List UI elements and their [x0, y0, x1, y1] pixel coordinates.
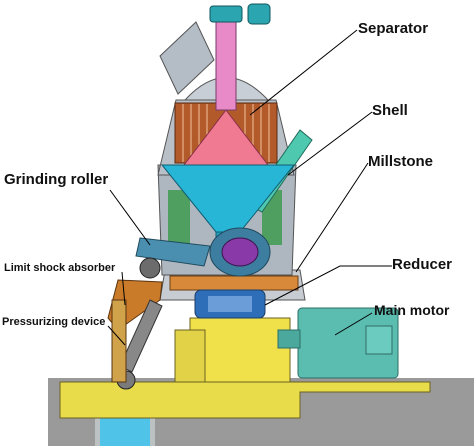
separator-motor-cap: [247, 3, 271, 25]
motor-junction-box: [365, 325, 393, 355]
leader-pressurizing-device: [107, 325, 126, 346]
label-pressurizing-device: Pressurizing device: [2, 316, 106, 328]
reducer-housing: [189, 317, 291, 383]
pressurizing-support: [111, 299, 127, 383]
label-main-motor: Main motor: [374, 302, 450, 318]
label-shell: Shell: [372, 102, 408, 119]
separator-shaft: [215, 19, 237, 111]
hydraulic-cylinder: [119, 299, 163, 373]
leader-limit-shock-absorber: [121, 271, 126, 306]
leader-separator: [249, 29, 358, 116]
label-millstone: Millstone: [368, 153, 434, 170]
motor-shaft: [277, 329, 301, 349]
label-separator: Separator: [358, 20, 429, 37]
base-frame: [59, 381, 431, 419]
leader-grinding-roller: [109, 189, 151, 246]
millstone: [169, 275, 299, 291]
label-grinding-roller: Grinding roller: [4, 171, 109, 188]
frame-post-left: [174, 329, 206, 383]
leader-reducer: [264, 265, 392, 306]
leader-main-motor: [334, 312, 373, 336]
leader-millstone: [295, 162, 369, 273]
label-reducer: Reducer: [392, 256, 453, 273]
grinding-roller-arm: [135, 237, 211, 267]
feed-chute: [159, 21, 215, 95]
grinding-roller-tyre: [221, 237, 259, 267]
leader-shell: [287, 111, 373, 176]
separator-motor: [209, 5, 243, 23]
shell-inner-green: [168, 190, 190, 250]
roller-hub: [139, 257, 161, 279]
reducer-core: [208, 296, 252, 312]
leader-lines: [107, 29, 392, 346]
water-tank: [100, 415, 150, 446]
label-limit-shock-absorber: Limit shock absorber: [4, 262, 116, 274]
